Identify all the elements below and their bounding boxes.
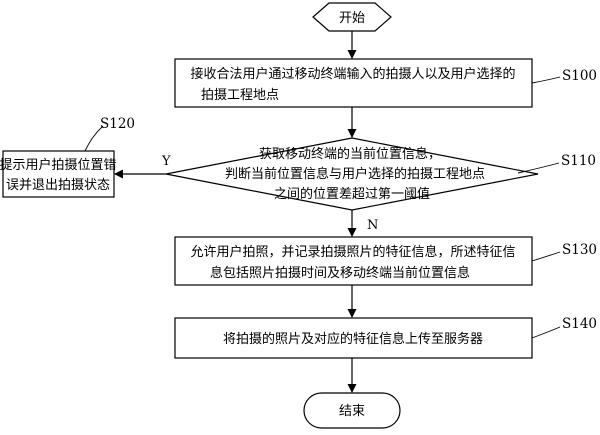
step-label-s100: S100 — [562, 68, 597, 84]
process-text-s120-line1: 提示用户拍摄位置错 — [0, 157, 117, 173]
process-box-s130: 允许用户拍照，并记录拍摄照片的特征信息，所述特征信 息包括照片拍摄时间及移动终端… — [174, 236, 533, 286]
process-box-s140: 将拍摄的照片及对应的特征信息上传至服务器 — [174, 317, 533, 359]
decision-text-line2: 判断当前位置信息与用户选择的拍摄工程地点 — [225, 166, 485, 182]
process-box-s100: 接收合法用户通过移动终端输入的拍摄人以及用户选择的 拍摄工程地点 — [174, 58, 533, 108]
step-label-s120: S120 — [100, 116, 135, 132]
decision-diamond-s110: 获取移动终端的当前位置信息， 判断当前位置信息与用户选择的拍摄工程地点 之间的位… — [165, 137, 539, 211]
branch-label-yes: Y — [161, 154, 171, 169]
process-text-s130-line2: 息包括照片拍摄时间及移动终端当前位置信息 — [210, 265, 470, 281]
process-text-s140-line1: 将拍摄的照片及对应的特征信息上传至服务器 — [223, 331, 483, 347]
process-box-s120: 提示用户拍摄位置错 误并退出拍摄状态 — [0, 150, 117, 198]
step-label-s110: S110 — [561, 153, 596, 169]
process-text-s120-line2: 误并退出拍摄状态 — [6, 178, 110, 193]
leader-line-s100 — [531, 76, 561, 84]
leader-line-s110 — [517, 162, 560, 174]
process-text-s100-line2: 拍摄工程地点 — [201, 88, 279, 103]
branch-label-no: N — [367, 218, 378, 233]
leader-line-s140 — [531, 326, 561, 339]
step-label-s140: S140 — [562, 316, 597, 332]
start-node: 开始 — [312, 2, 392, 32]
leader-line-s120 — [84, 125, 104, 152]
step-label-s130: S130 — [562, 242, 597, 258]
process-text-s130-line1: 允许用户拍照，并记录拍摄照片的特征信息，所述特征信 — [190, 244, 515, 260]
end-node-label: 结束 — [339, 404, 365, 419]
leader-line-s130 — [531, 251, 561, 262]
process-text-s100-line1: 接收合法用户通过移动终端输入的拍摄人以及用户选择的 — [190, 66, 515, 82]
decision-text-line1: 获取移动终端的当前位置信息， — [259, 146, 441, 162]
start-node-label: 开始 — [339, 11, 365, 26]
end-node: 结束 — [303, 392, 401, 429]
decision-text-line3: 之间的位置差超过第一阈值 — [274, 186, 430, 202]
